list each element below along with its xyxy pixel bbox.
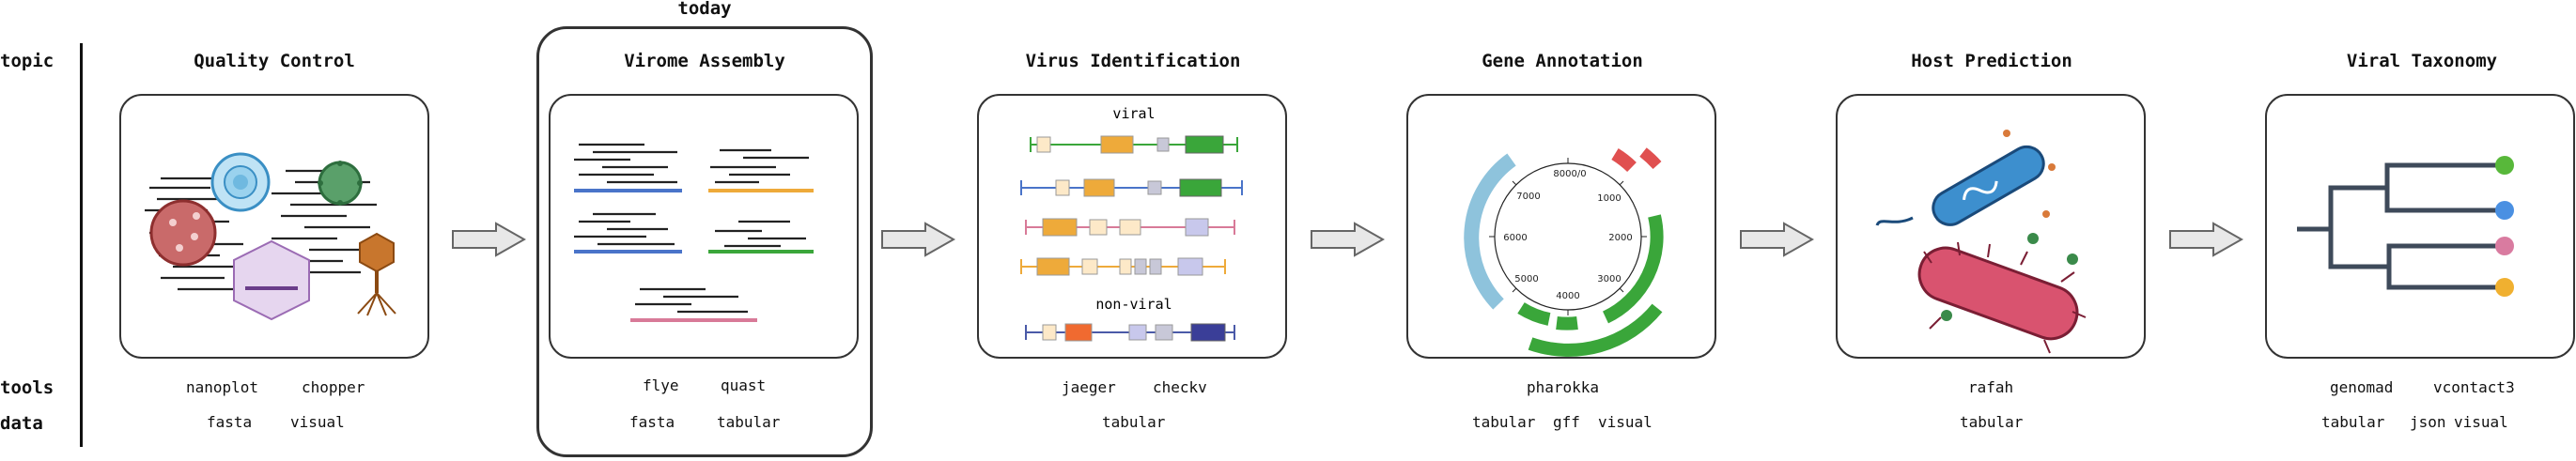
tool-chopper: chopper bbox=[302, 378, 365, 396]
genome-tick-0: 8000/0 bbox=[1553, 169, 1586, 179]
row-label-tools: tools bbox=[0, 377, 54, 398]
bacteriophage-icon bbox=[357, 232, 396, 316]
step-title-viral-taxonomy: Viral Taxonomy bbox=[2346, 51, 2498, 71]
data-tabular: tabular bbox=[2321, 413, 2385, 431]
today-highlight-box bbox=[536, 26, 873, 457]
data-visual: visual bbox=[2454, 413, 2508, 431]
genome-tick-4: 4000 bbox=[1556, 291, 1579, 301]
gene-annotation-panel: 8000/0 1000 2000 3000 4000 5000 6000 700… bbox=[1406, 94, 1716, 359]
red-spiky-virus-icon bbox=[149, 199, 217, 267]
data-tabular: tabular bbox=[717, 413, 781, 431]
arrow-icon bbox=[1740, 222, 1814, 257]
tool-pharokka: pharokka bbox=[1527, 378, 1600, 396]
data-visual: visual bbox=[290, 413, 345, 431]
data-fasta: fasta bbox=[207, 413, 253, 431]
genome-tick-7: 7000 bbox=[1516, 192, 1540, 202]
tool-quast: quast bbox=[721, 376, 767, 394]
today-label: today bbox=[677, 0, 732, 19]
data-gff: gff bbox=[1553, 413, 1580, 431]
genome-tick-6: 6000 bbox=[1503, 233, 1527, 243]
host-prediction-panel bbox=[1836, 94, 2146, 359]
arrow-icon bbox=[881, 222, 955, 257]
icosahedral-virus-icon bbox=[233, 239, 310, 321]
host-bacteria-illustration bbox=[1875, 130, 2087, 354]
assembly-contigs-illustration bbox=[574, 143, 814, 322]
green-virus-icon bbox=[318, 161, 363, 206]
tool-rafah: rafah bbox=[1968, 378, 2014, 396]
tool-nanoplot: nanoplot bbox=[186, 378, 259, 396]
genome-tracks-illustration: viral bbox=[1020, 105, 1243, 342]
step-title-host-prediction: Host Prediction bbox=[1911, 51, 2072, 71]
data-visual: visual bbox=[1598, 413, 1653, 431]
step-title-gene-annotation: Gene Annotation bbox=[1482, 51, 1643, 71]
step-title-virome-assembly: Virome Assembly bbox=[624, 51, 785, 71]
blue-bacterium-icon bbox=[1875, 130, 2056, 226]
tool-vcontact3: vcontact3 bbox=[2433, 378, 2515, 396]
tool-jaeger: jaeger bbox=[1062, 378, 1116, 396]
viral-taxonomy-panel bbox=[2265, 94, 2575, 359]
data-json: json bbox=[2410, 413, 2446, 431]
genome-tick-2: 2000 bbox=[1608, 233, 1632, 243]
circular-genome-map-illustration: 8000/0 1000 2000 3000 4000 5000 6000 700… bbox=[1464, 147, 1664, 357]
arrow-icon bbox=[452, 222, 526, 257]
genome-tick-1: 1000 bbox=[1597, 193, 1621, 204]
arrow-icon bbox=[2169, 222, 2243, 257]
data-tabular: tabular bbox=[1472, 413, 1536, 431]
virus-identification-panel: viral bbox=[977, 94, 1287, 359]
tool-flye: flye bbox=[643, 376, 679, 394]
red-bacterium-icon bbox=[1917, 241, 2087, 354]
row-label-data: data bbox=[0, 413, 43, 434]
row-divider-line bbox=[80, 43, 83, 447]
arrow-icon bbox=[1311, 222, 1385, 257]
data-tabular: tabular bbox=[1102, 413, 1166, 431]
row-label-topic: topic bbox=[0, 51, 54, 71]
data-tabular: tabular bbox=[1960, 413, 2024, 431]
data-fasta: fasta bbox=[629, 413, 675, 431]
step-title-virus-identification: Virus Identification bbox=[1025, 51, 1241, 71]
virome-assembly-panel bbox=[549, 94, 859, 359]
virus-collage-illustration bbox=[145, 152, 396, 321]
viral-label: viral bbox=[1112, 105, 1155, 122]
quality-control-panel bbox=[119, 94, 429, 359]
blue-virus-icon bbox=[210, 152, 271, 212]
genome-tick-3: 3000 bbox=[1597, 274, 1621, 284]
step-title-quality-control: Quality Control bbox=[194, 51, 355, 71]
tool-checkv: checkv bbox=[1153, 378, 1207, 396]
phylogenetic-tree-illustration bbox=[2297, 156, 2514, 297]
genome-tick-5: 5000 bbox=[1514, 274, 1538, 284]
non-viral-label: non-viral bbox=[1095, 296, 1172, 313]
tool-genomad: genomad bbox=[2330, 378, 2394, 396]
